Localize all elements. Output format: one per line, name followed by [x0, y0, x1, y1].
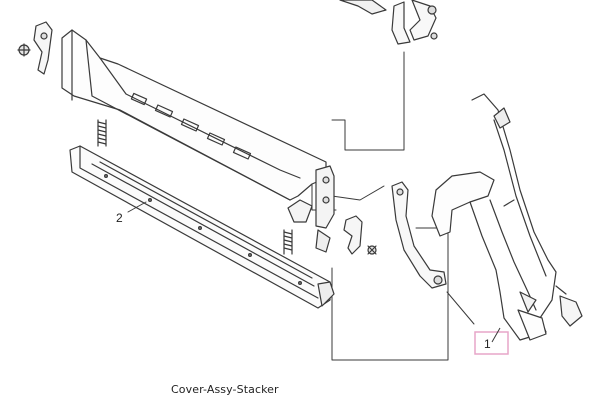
- diagram-caption: Cover-Assy-Stacker: [171, 383, 279, 396]
- callout-2-label: 2: [116, 211, 123, 225]
- screw-top-left: [17, 43, 31, 57]
- callout-1-leader: [491, 327, 501, 343]
- callout-1-label: 1: [484, 337, 491, 351]
- top-bracket-fragment: [339, 0, 438, 45]
- top-left-clip: [33, 21, 53, 75]
- middle-clip: [343, 215, 377, 255]
- stacker-rail: [69, 145, 335, 309]
- cover-assy-stacker: [431, 93, 583, 341]
- callout-2-leader: [127, 201, 147, 213]
- stacker-frame: [61, 29, 335, 253]
- stacker-arm: [391, 181, 447, 289]
- callout-1-highlight-box: [474, 331, 509, 355]
- spring-left: [97, 119, 107, 147]
- spring-right: [283, 229, 293, 255]
